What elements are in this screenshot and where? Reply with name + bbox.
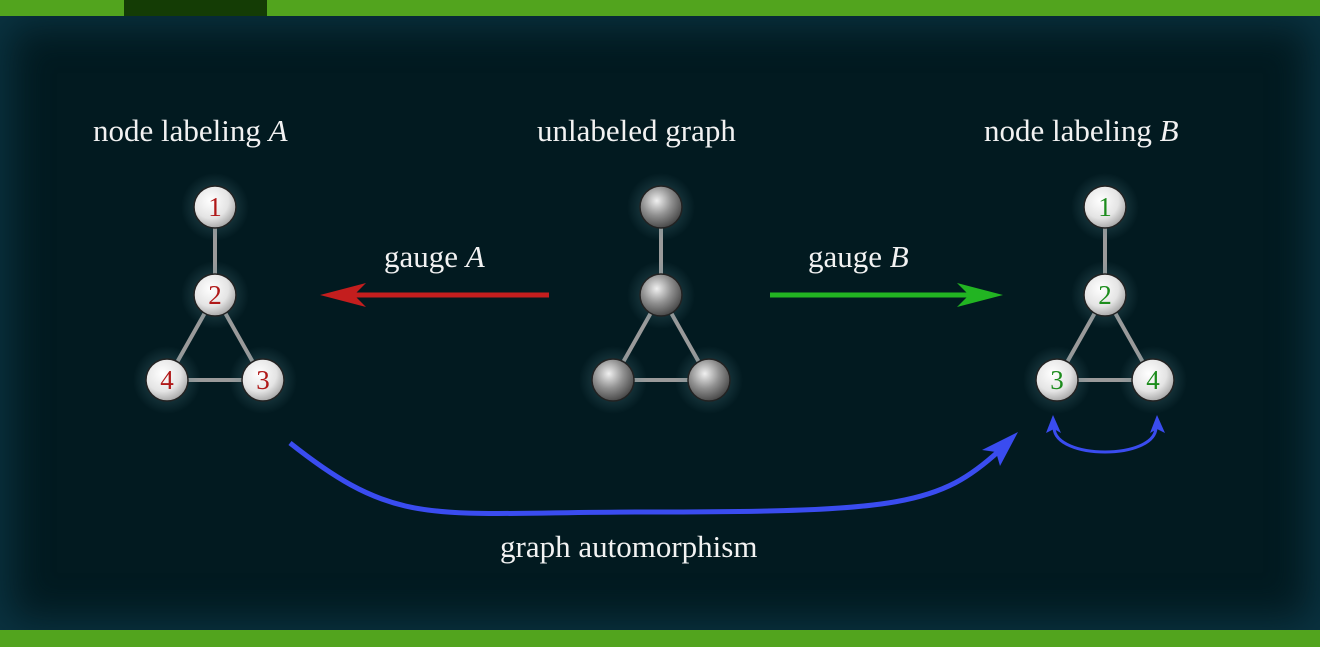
automorphism-arrow: [288, 432, 1018, 517]
gauge-b-label: gauge B: [808, 239, 909, 274]
bottom-bar: [0, 630, 1320, 647]
graph-node: [1083, 273, 1127, 317]
swap-arrow: [1046, 415, 1165, 454]
node-label: 2: [1098, 280, 1112, 310]
graph-node: [639, 273, 683, 317]
graph-node: [1083, 185, 1127, 229]
automorphism-label: graph automorphism: [500, 529, 757, 564]
gauge-a-arrow: [320, 283, 549, 307]
node-label: 1: [1098, 192, 1112, 222]
title-unlabeled-graph: unlabeled graph: [537, 113, 736, 148]
node-label: 1: [208, 192, 222, 222]
graph-labeling-a: 1 2 3 4: [133, 173, 297, 414]
top-bar: [0, 0, 1320, 16]
graph-node: [241, 358, 285, 402]
graph-node: [687, 358, 731, 402]
top-tab: [124, 0, 267, 16]
node-label: 3: [256, 365, 270, 395]
title-node-labeling-b: node labeling B: [984, 113, 1179, 148]
gauge-b-arrow: [770, 283, 1003, 307]
gauge-a-label: gauge A: [384, 239, 486, 274]
node-label: 2: [208, 280, 222, 310]
graph-node: [591, 358, 635, 402]
graph-node: [193, 185, 237, 229]
graph-node: [145, 358, 189, 402]
node-label: 3: [1050, 365, 1064, 395]
graph-node: [193, 273, 237, 317]
node-label: 4: [160, 365, 174, 395]
graph-node: [1035, 358, 1079, 402]
graph-node: [639, 185, 683, 229]
graph-labeling-b: 1 2 4 3: [1023, 173, 1187, 414]
graph-unlabeled: [579, 173, 743, 414]
title-node-labeling-a: node labeling A: [93, 113, 289, 148]
graph-node: [1131, 358, 1175, 402]
node-label: 4: [1146, 365, 1160, 395]
